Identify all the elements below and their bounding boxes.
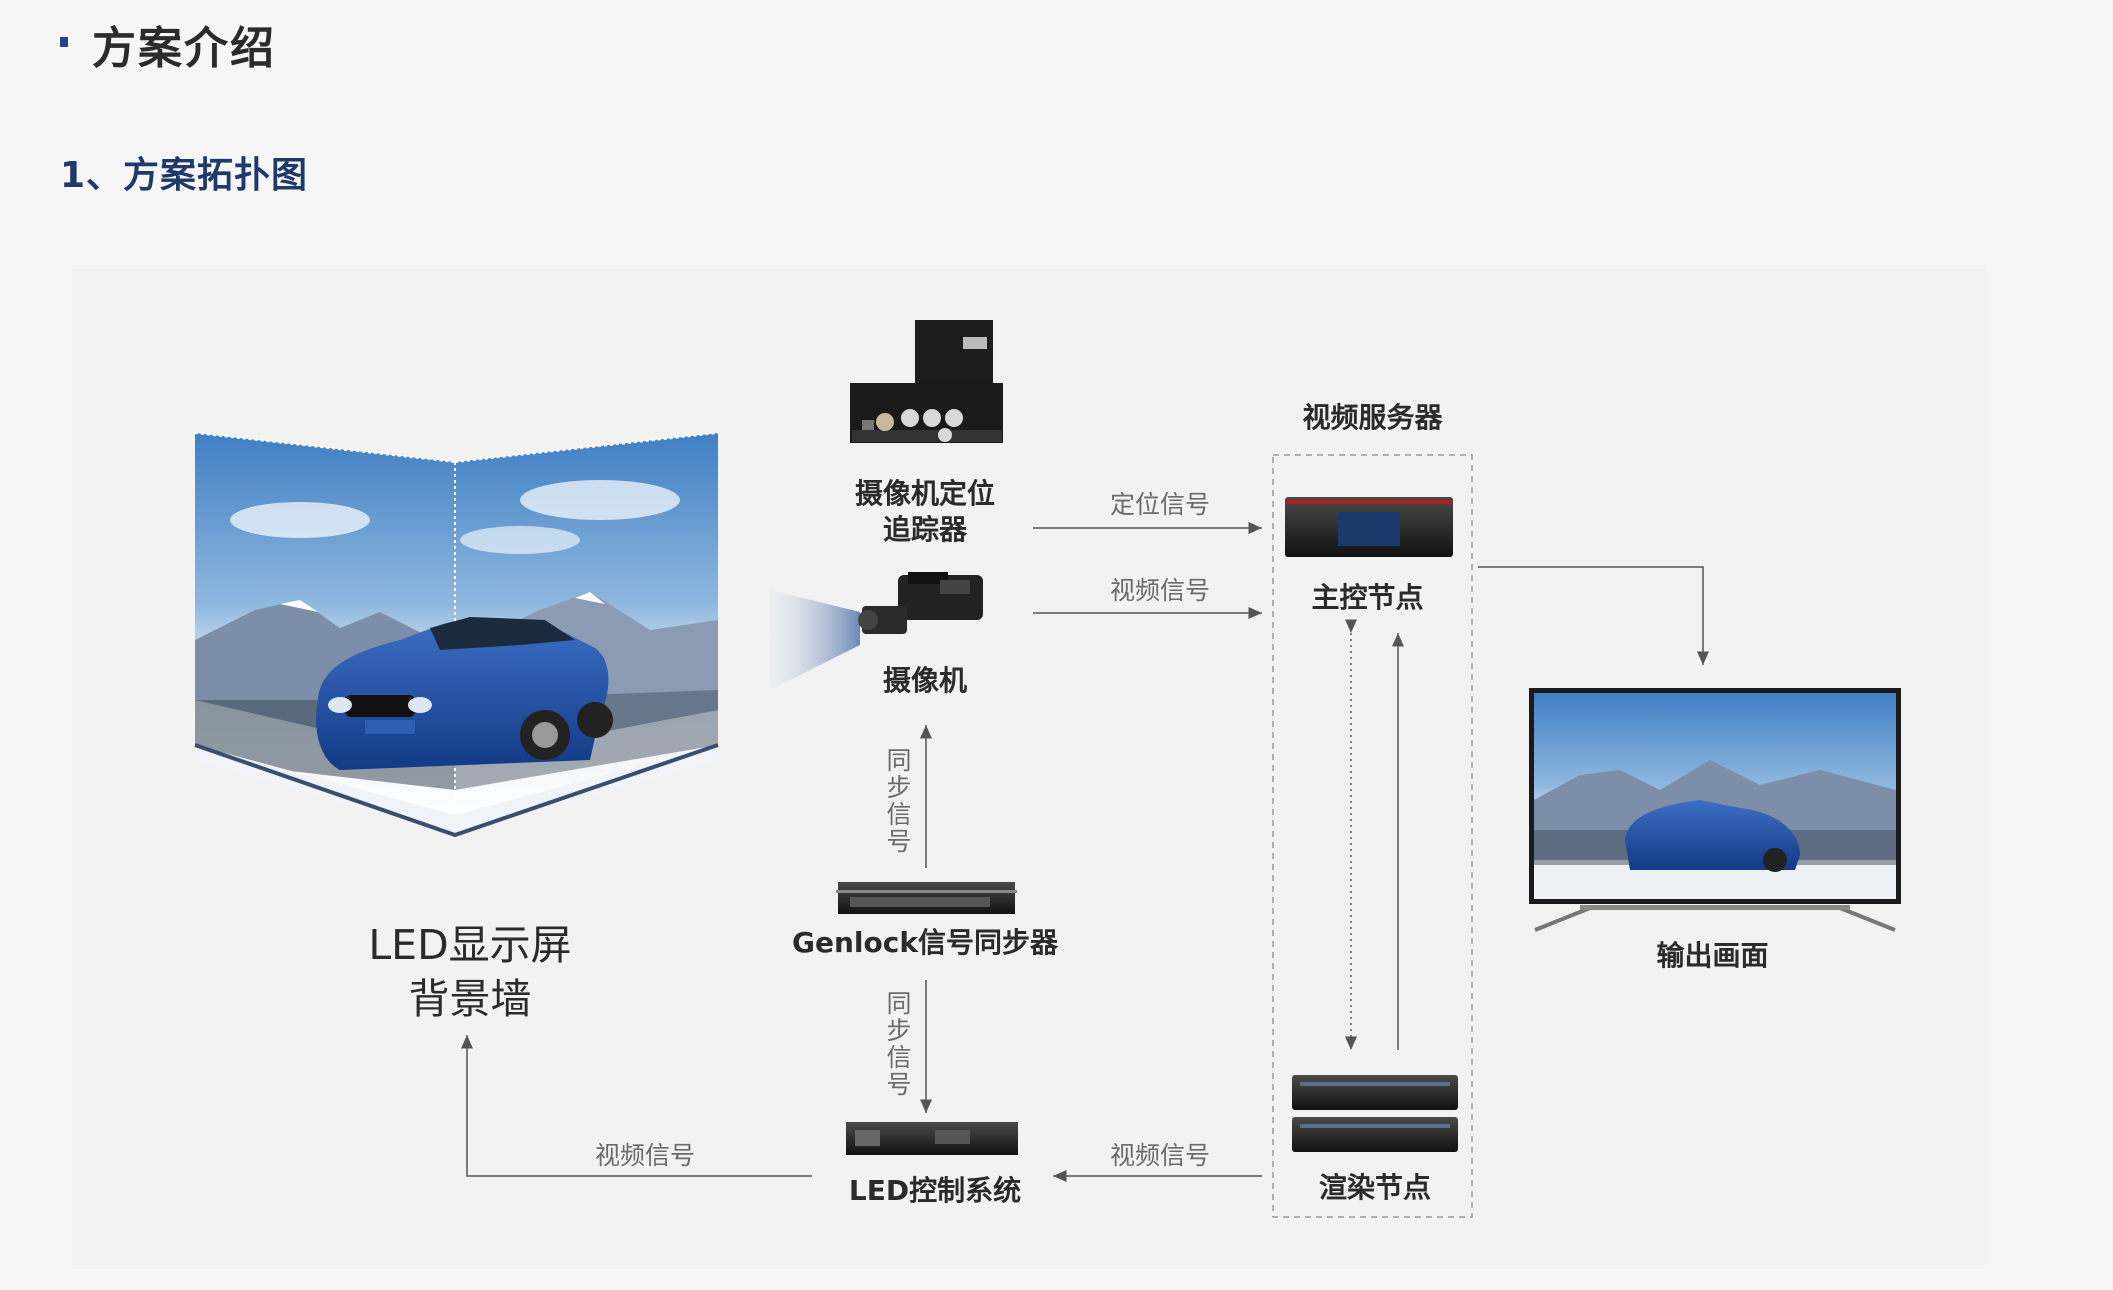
render-node-label: 渲染节点 xyxy=(1275,1170,1475,1206)
render-signal-label: 视频信号 xyxy=(1060,1136,1260,1172)
render-node-device xyxy=(1292,1075,1458,1152)
output-tv xyxy=(1529,688,1901,930)
tracker-label-line1: 摄像机定位 xyxy=(820,476,1030,512)
tracker-device xyxy=(850,320,1003,443)
genlock-device xyxy=(836,882,1017,914)
tracker-label-line2: 追踪器 xyxy=(820,512,1030,548)
led-wall-image xyxy=(195,433,718,835)
video-server-label: 视频服务器 xyxy=(1270,400,1475,436)
led-wall-label-line1: LED显示屏 xyxy=(340,918,600,972)
genlock-camera-signal-label: 同步信号 xyxy=(884,747,914,855)
master-node-label: 主控节点 xyxy=(1270,580,1465,616)
master-node-device xyxy=(1285,497,1453,557)
camera-signal-label: 视频信号 xyxy=(1060,571,1260,607)
led-controller-label: LED控制系统 xyxy=(800,1173,1070,1209)
camera-device xyxy=(858,572,983,634)
led-controller-device xyxy=(846,1122,1018,1155)
tracker-label: 摄像机定位 追踪器 xyxy=(820,476,1030,548)
output-label: 输出画面 xyxy=(1610,938,1815,974)
genlock-label: Genlock信号同步器 xyxy=(770,925,1080,961)
camera-label: 摄像机 xyxy=(820,663,1030,699)
edge-master-to-output xyxy=(1478,567,1703,665)
genlock-controller-signal-label: 同步信号 xyxy=(884,990,914,1098)
led-wall-label-line2: 背景墙 xyxy=(340,972,600,1026)
controller-signal-label: 视频信号 xyxy=(545,1136,745,1172)
tracker-signal-label: 定位信号 xyxy=(1060,485,1260,521)
led-wall-label: LED显示屏 背景墙 xyxy=(340,918,600,1026)
